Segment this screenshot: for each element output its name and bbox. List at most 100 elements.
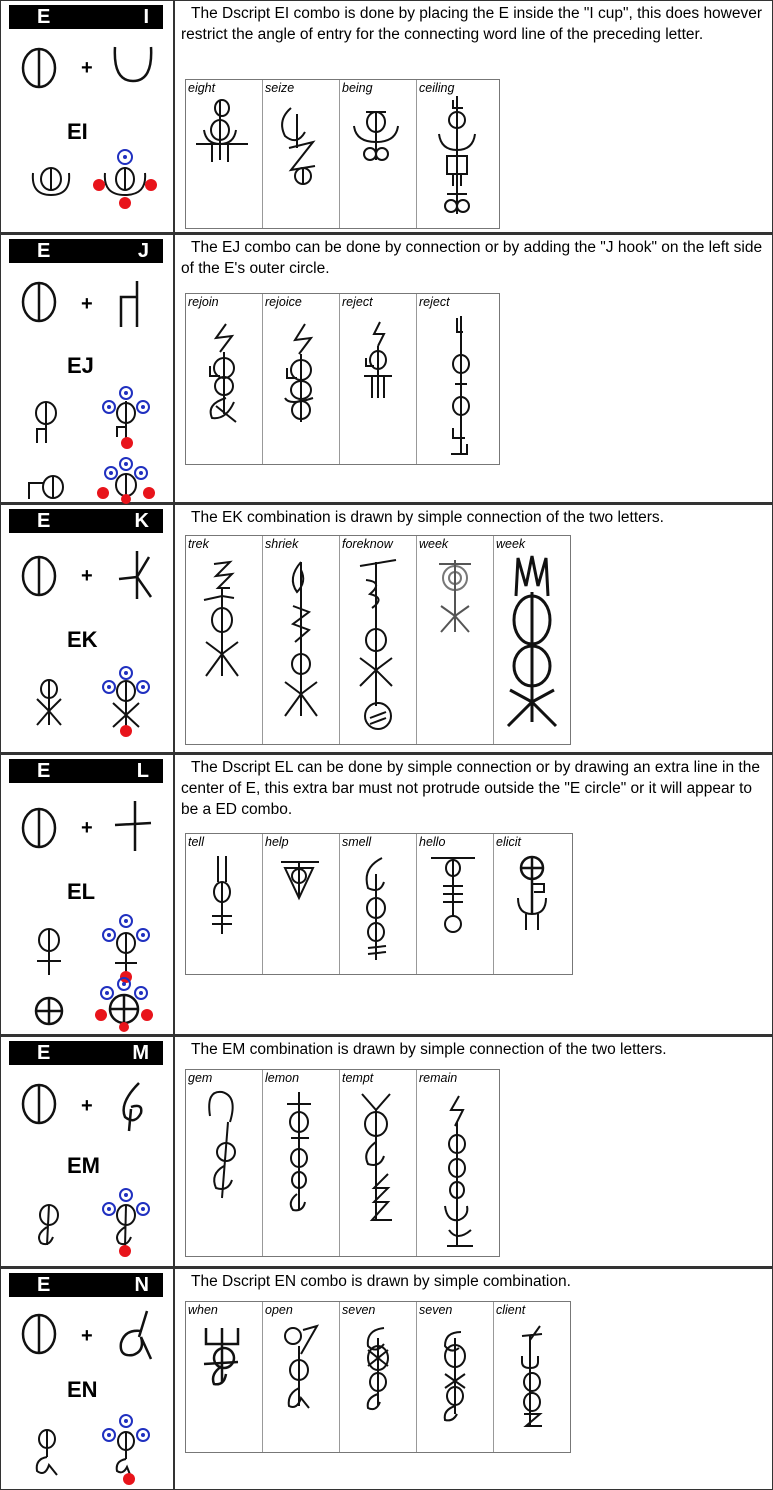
n-glyph-icon [119,1310,153,1360]
example-cell: trek [186,536,263,744]
section-el: E L + E L The Dscript EL can be done by s… [1,755,772,1037]
week-large-glyph-icon [506,555,558,728]
reject-glyph-icon [364,321,392,398]
example-word: reject [419,295,450,309]
letter-1: E [37,510,51,532]
example-word: week [419,537,449,551]
description-panel: The Dscript EI combo is done by placing … [177,1,772,232]
example-cell: smell [340,834,417,974]
example-cell: gem [186,1070,263,1256]
description-text: The EJ combo can be done by connection o… [181,239,763,277]
rejoice-glyph-icon [284,323,314,422]
examples-box: rejoin rejoice reject reject [185,293,500,465]
description-panel: The Dscript EL can be done by simple con… [177,755,772,1034]
letter-1: E [37,1274,51,1296]
example-cell: rejoin [186,294,263,464]
ek-markers-icon [102,666,150,737]
example-cell: help [263,834,340,974]
seize-glyph-icon [281,107,316,185]
example-cell: reject [340,294,417,464]
letter-panel: E J + EJ [1,235,175,504]
m-glyph-icon [122,1082,143,1132]
letter-1: E [37,760,51,782]
j-glyph-icon [119,281,139,327]
being-glyph-icon [353,111,399,161]
section-ei: E I + EI The Dscript EI combo is done by… [1,1,772,235]
example-word: seven [419,1303,453,1317]
el-connected-glyph-icon [37,928,61,975]
foreknow-glyph-icon [359,559,397,730]
em-markers-icon [102,1188,150,1257]
example-cell: week [494,536,570,744]
example-word: week [496,537,526,551]
example-cell: elicit [494,834,572,974]
letter-2: J [137,240,149,262]
el-bar-glyph-icon [34,996,64,1026]
combo-title: EJ [67,353,94,378]
description-text: The EK combination is drawn by simple co… [191,509,664,526]
example-cell: seven [417,1302,494,1452]
example-word: ceiling [419,81,455,95]
letter-2: L [136,760,149,782]
example-word: help [265,835,289,849]
week-glyph-icon [439,560,471,633]
example-word: being [342,81,373,95]
example-word: rejoice [265,295,302,309]
example-cell: tempt [340,1070,417,1256]
ej-hook-markers-icon [97,457,155,504]
example-word: foreknow [342,537,393,551]
example-cell: rejoice [263,294,340,464]
plus-sign: + [81,1325,93,1347]
tell-glyph-icon [212,856,232,934]
example-word: tell [188,835,204,849]
example-cell: tell [186,834,263,974]
ej-connected-glyph-icon [35,401,57,443]
combo-title: EK [67,627,98,652]
description-text: The EM combination is drawn by simple co… [191,1041,667,1058]
letter-panel: E I + EI [1,1,175,232]
open-glyph-icon [284,1324,320,1409]
example-cell: client [494,1302,570,1452]
plus-sign: + [81,817,93,839]
ei-combo-glyph-icon [31,167,71,197]
letter-panel: E N + EN [1,1269,175,1489]
e-glyph-icon [21,1083,57,1125]
section-em: E M + EM The EM combination is drawn by … [1,1037,772,1269]
en-glyph-icon [35,1429,58,1476]
example-word: client [496,1303,526,1317]
help-glyph-icon [281,861,319,901]
e-glyph-icon [21,807,57,849]
letter-banner: E N [9,1273,163,1297]
example-word: reject [342,295,373,309]
example-cell: lemon [263,1070,340,1256]
example-word: rejoin [188,295,219,309]
remain-glyph-icon [444,1095,473,1247]
letter-banner: E L [9,759,163,783]
plus-sign: + [81,565,93,587]
lemon-glyph-icon [287,1092,311,1212]
letter-banner: E K [9,509,163,533]
examples-box: tell help smell hello elicit [185,833,573,975]
e-glyph-icon [21,1313,57,1355]
examples-box: when open seven seven client [185,1301,571,1453]
description-panel: The EM combination is drawn by simple co… [177,1037,772,1266]
elicit-glyph-icon [517,855,547,930]
example-cell: shriek [263,536,340,744]
seven-alt-glyph-icon [443,1331,466,1422]
plus-sign: + [81,293,93,315]
ceiling-glyph-icon [438,96,476,214]
example-word: open [265,1303,293,1317]
l-glyph-icon [114,801,152,851]
letter-banner: E J [9,239,163,263]
letter-banner: E I [9,5,163,29]
example-word: remain [419,1071,458,1085]
rejoin-glyph-icon [209,323,237,423]
examples-box: trek shriek foreknow week week [185,535,571,745]
example-word: hello [419,835,446,849]
description-panel: The EK combination is drawn by simple co… [177,505,772,752]
section-en: E N + EN The Dscript EN combo is drawn b… [1,1269,772,1489]
example-cell: hello [417,834,494,974]
examples-box: eight seize being ceiling [185,79,500,229]
description-text: The Dscript EI combo is done by placing … [181,5,763,43]
